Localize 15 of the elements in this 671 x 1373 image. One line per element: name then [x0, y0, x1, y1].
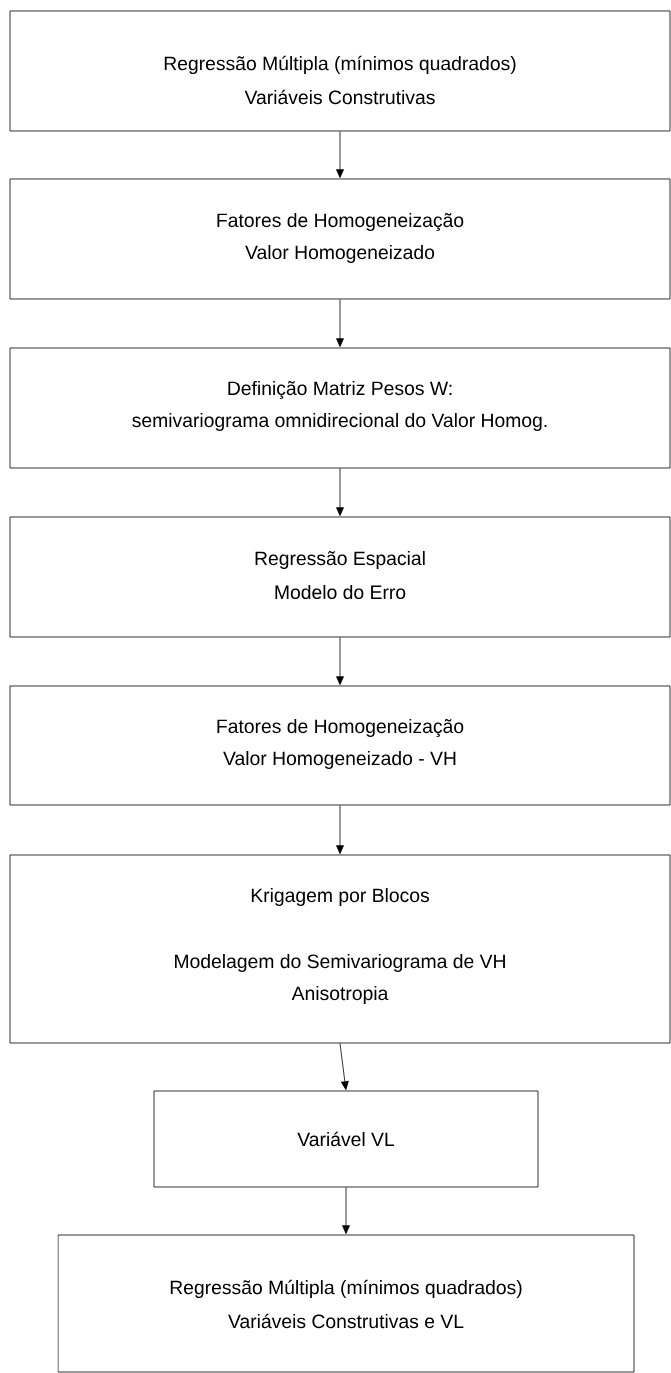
process-box: Regressão Espacial Modelo do Erro: [9, 516, 671, 638]
arrow: [336, 805, 344, 854]
process-box: Regressão Múltipla (mínimos quadrados) Variáveis Construtivas e VL: [57, 1234, 635, 1373]
process-box: Fatores de Homogeneização Valor Homogeneizado: [9, 178, 671, 300]
process-box: Fatores de Homogeneização Valor Homogeneizado - VH: [9, 685, 671, 806]
arrow: [342, 1187, 350, 1234]
arrow: [336, 468, 344, 516]
arrow: [336, 131, 344, 178]
arrow: [339, 1043, 349, 1090]
process-box: Krigagem por Blocos Modelagem do Semivariograma de VH Anisotropia: [9, 854, 671, 1044]
process-box: Variável VL: [153, 1090, 539, 1188]
process-box: Regressão Múltipla (mínimos quadrados) Variáveis Construtivas: [9, 10, 671, 132]
process-box: Definição Matriz Pesos W: semivariograma omnidirecional do Valor Homog.: [9, 347, 671, 469]
arrow: [336, 637, 344, 685]
arrow: [336, 299, 344, 347]
